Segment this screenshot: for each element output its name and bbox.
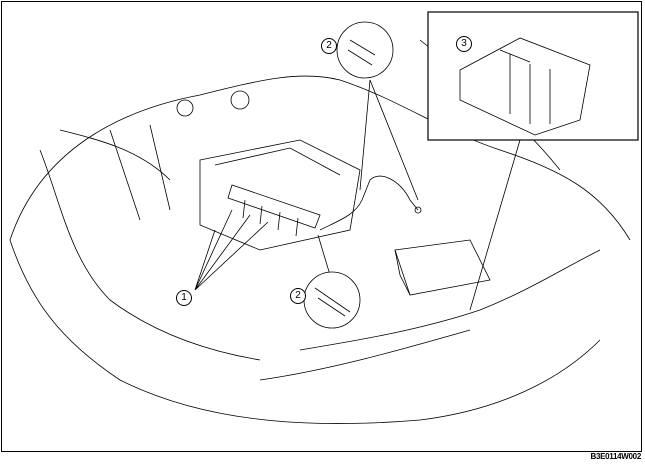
engine-block [176,90,361,251]
detail-connector-top [336,21,394,79]
harness [319,175,422,231]
battery [394,239,491,296]
callout-2-bottom: 2 [290,288,306,304]
fuse-box-inset [427,11,639,141]
fuse-box [459,37,591,136]
callout-3: 3 [456,36,472,52]
callout-2-top: 2 [321,38,337,54]
ignition-coils [227,184,321,237]
callout-1: 1 [176,290,192,306]
leader-lines [194,79,521,311]
figure-code: B3E0114W002 [590,452,641,461]
diagram-frame [1,1,642,452]
